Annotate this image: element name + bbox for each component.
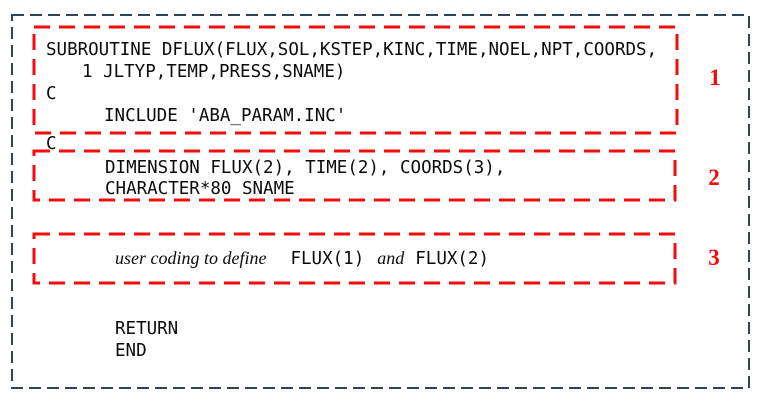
note-prefix-text: user coding to define	[115, 248, 267, 268]
note-code-flux2: FLUX(2)	[415, 249, 490, 269]
callout-number-3: 3	[708, 245, 720, 270]
code-line-comment-1: C	[46, 84, 57, 104]
callout-box-3	[32, 232, 677, 285]
callout-number-1: 1	[709, 65, 721, 90]
code-line-comment-2: C	[46, 134, 57, 154]
code-line-dimension: DIMENSION FLUX(2), TIME(2), COORDS(3),	[105, 158, 506, 178]
outer-dashed-border	[11, 14, 750, 389]
user-coding-note: user coding to define FLUX(1) and FLUX(2)	[115, 247, 489, 271]
code-line-include: INCLUDE 'ABA_PARAM.INC'	[104, 106, 347, 126]
callout-box-2	[32, 149, 677, 202]
code-line-subroutine: SUBROUTINE DFLUX(FLUX,SOL,KSTEP,KINC,TIM…	[46, 40, 658, 60]
note-code-flux1: FLUX(1)	[290, 249, 365, 269]
code-line-end: END	[115, 341, 147, 361]
callout-number-2: 2	[708, 165, 720, 190]
code-line-continuation: 1 JLTYP,TEMP,PRESS,SNAME)	[82, 62, 346, 82]
code-line-return: RETURN	[115, 319, 179, 339]
code-line-character: CHARACTER*80 SNAME	[105, 179, 295, 199]
note-conjunction-text: and	[377, 248, 405, 268]
